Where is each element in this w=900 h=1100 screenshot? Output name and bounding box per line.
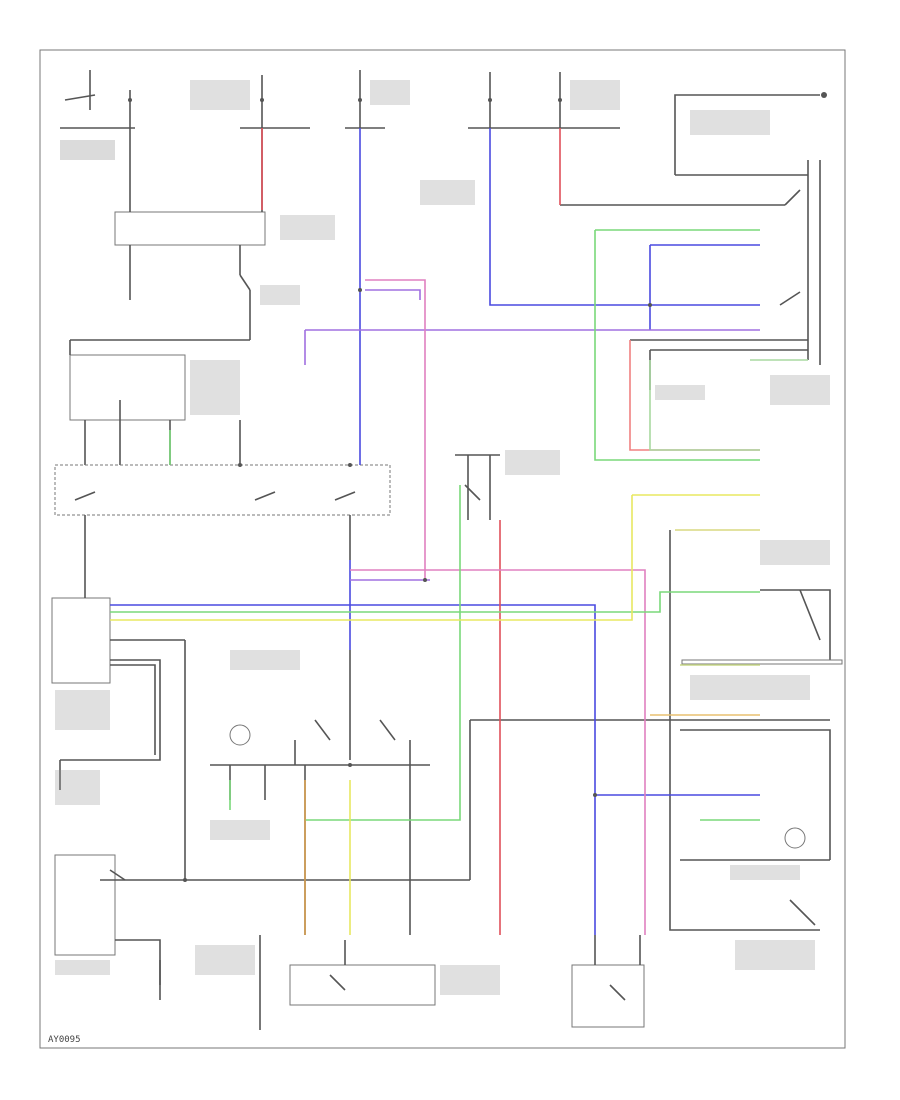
green-wires [110,229,760,821]
diagram-border [39,49,846,1049]
yellow-wires [110,494,760,935]
fuse-block-2 [240,75,310,129]
lightgreen-wires [649,359,808,451]
fuse-block-4 [468,72,620,129]
orange-wires [304,714,760,935]
label-marks [55,80,830,995]
black-wires [51,92,843,1030]
fuse-block-3 [345,70,385,129]
fuse-block-top-left [60,70,135,129]
junction-dots [183,288,652,882]
blue-wires [110,128,760,935]
red-wires [261,128,760,935]
pink-wires [350,279,646,935]
violet-wires [304,289,760,581]
diagram-code: AY0095 [48,1035,81,1045]
